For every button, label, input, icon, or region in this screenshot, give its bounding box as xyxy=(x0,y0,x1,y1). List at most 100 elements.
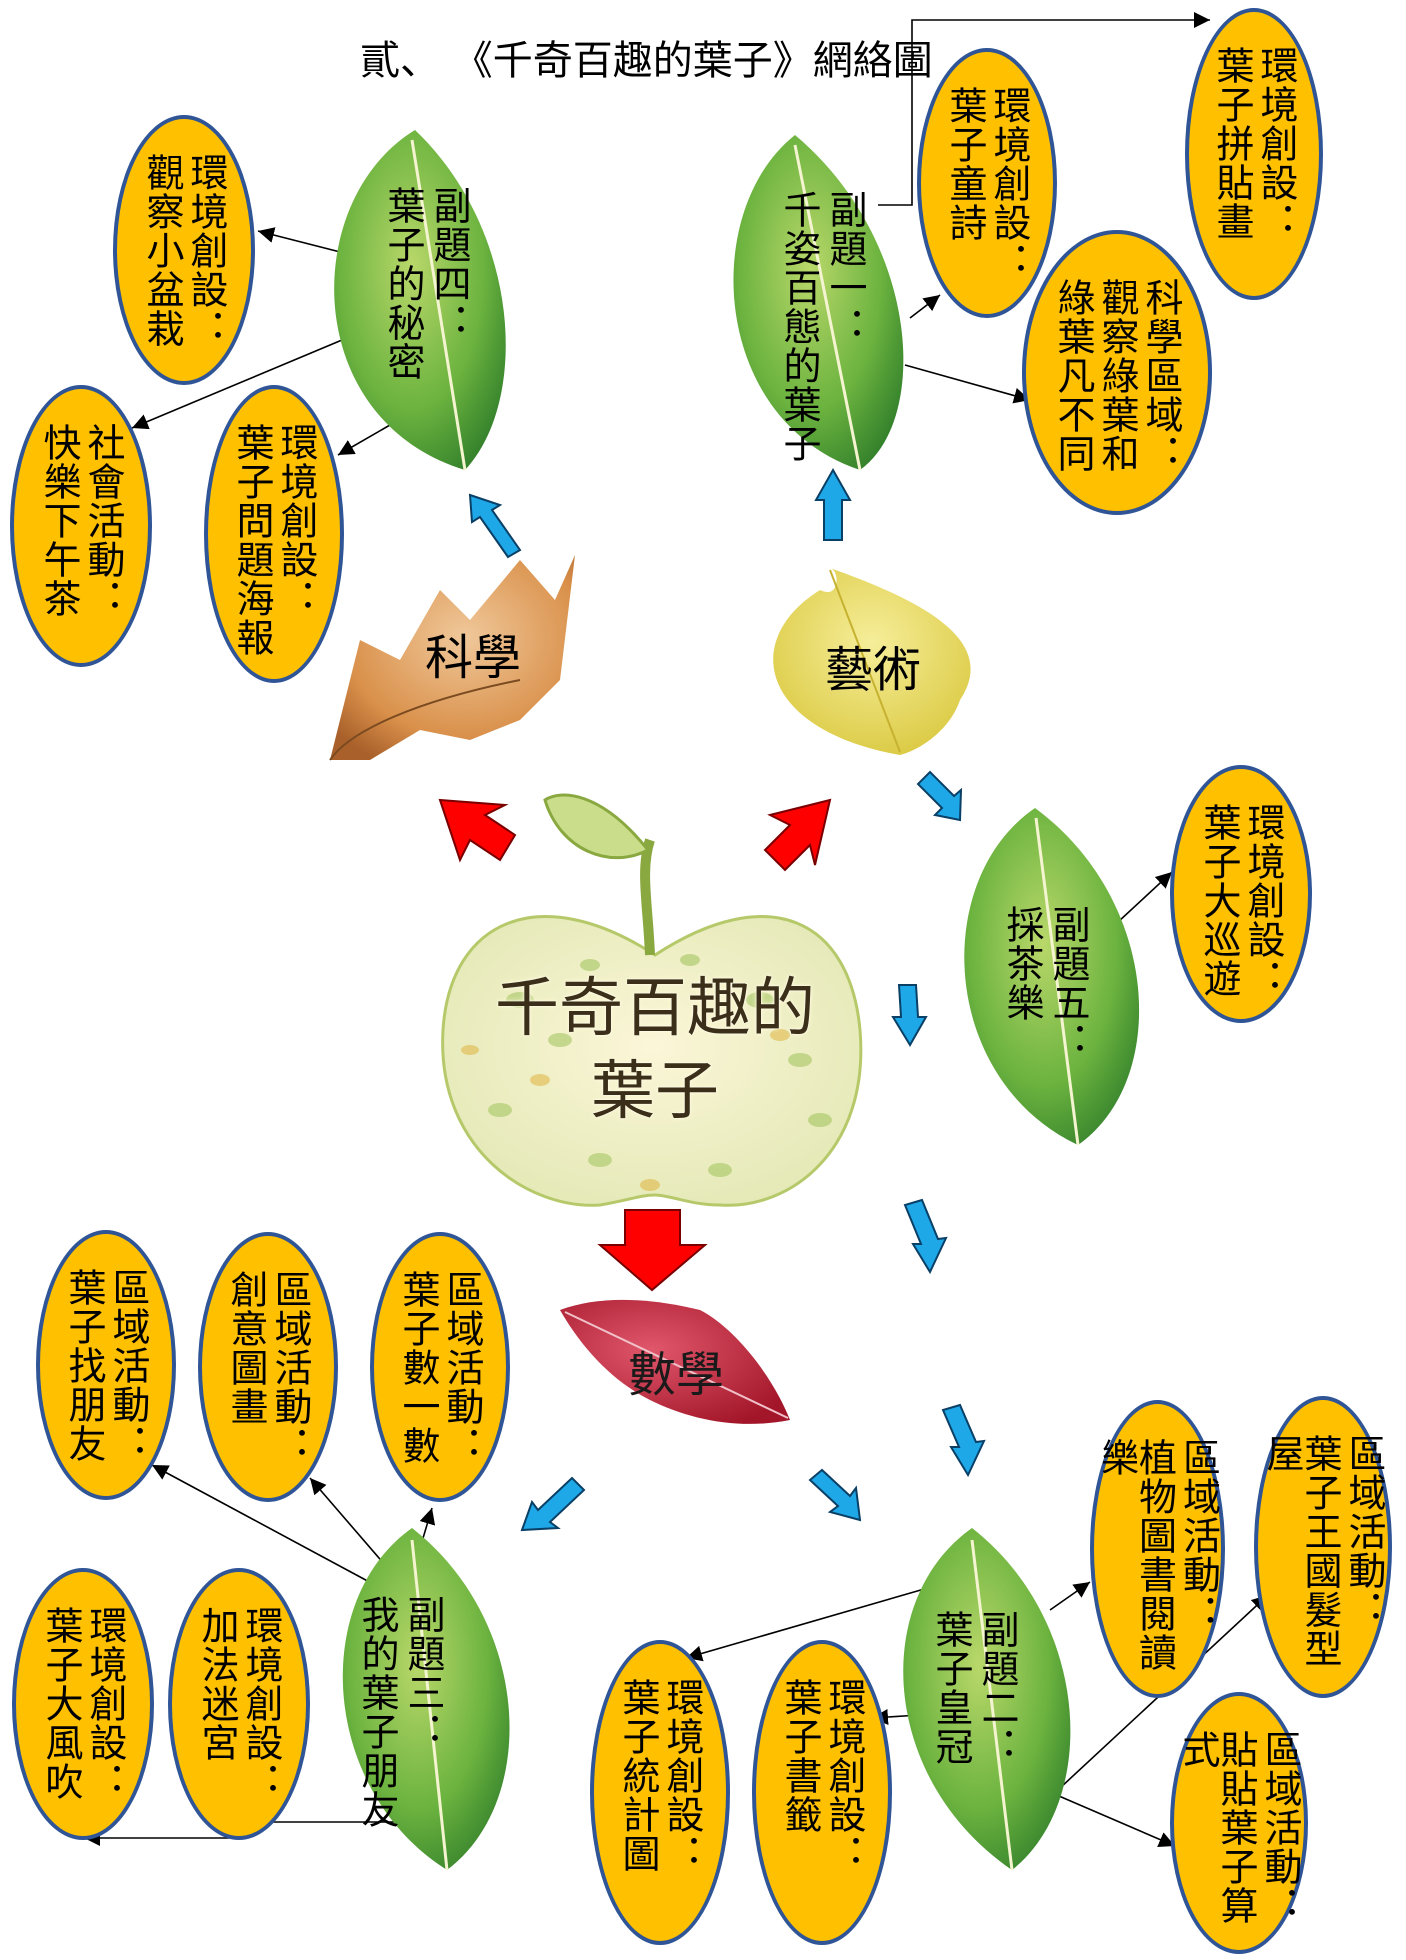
edge-four-xiawucha xyxy=(131,339,343,430)
activity-bubble-shuqian: 環境創設： 葉子書籤 xyxy=(752,1640,892,1945)
activity-science-line2: 觀察綠葉和 xyxy=(1095,278,1139,473)
subtopic-three: 副題三： 我的葉子朋友 xyxy=(355,1595,445,1829)
activity-suanshi-type: 區域活動： xyxy=(1258,1730,1302,1925)
activity-bubble-xiawucha: 社會活動： 快樂下午茶 xyxy=(10,385,152,667)
leaf-subtopic-two xyxy=(903,1528,1071,1871)
category-art-label: 藝術 xyxy=(825,642,922,698)
blue-arrow-to-three xyxy=(520,1476,586,1532)
activity-bubble-pintie: 環境創設： 葉子拼貼畫 xyxy=(1185,8,1323,300)
activity-shuqian-type: 環境創設： xyxy=(822,1678,866,1873)
edge-two-suanshi xyxy=(1044,1789,1176,1848)
blue-arrow-to-five-b xyxy=(891,984,928,1047)
activity-tongshi-name: 葉子童詩 xyxy=(943,86,987,242)
edge-four-wenti xyxy=(337,424,391,456)
subtopic-five-label: 副題五： xyxy=(1046,905,1090,1061)
center-topic-line2: 葉子 xyxy=(591,1055,719,1130)
blue-arrows xyxy=(468,467,986,1532)
activity-suanshi-name: 貼貼葉子算式 xyxy=(1176,1730,1258,1925)
activity-shuqian-name: 葉子書籤 xyxy=(778,1678,822,1834)
leaf-science xyxy=(329,555,575,761)
activity-xiawucha-name: 快樂下午茶 xyxy=(37,423,81,618)
activity-bubble-migong: 環境創設： 加法迷宮 xyxy=(168,1568,310,1840)
edge-one-science xyxy=(904,364,1031,404)
activity-bubble-wenti: 環境創設： 葉子問題海報 xyxy=(204,385,344,683)
activity-zhaopengyou-name: 葉子找朋友 xyxy=(62,1268,106,1463)
activity-daxunyou-type: 環境創設： xyxy=(1241,803,1285,998)
blue-arrow-to-four xyxy=(468,493,522,559)
page-title: 貳、 《千奇百趣的葉子》網絡圖 xyxy=(360,38,933,84)
activity-yuedu-name: 植物圖書閱讀樂 xyxy=(1094,1438,1177,1672)
activity-bubble-guancha: 環境創設： 觀察小盆栽 xyxy=(113,115,255,385)
leaf-math xyxy=(560,1299,790,1424)
red-arrow-science xyxy=(438,798,517,863)
activity-pintie-type: 環境創設： xyxy=(1254,46,1298,241)
center-topic: 千奇百趣的 葉子 xyxy=(445,968,865,1134)
subtopic-two-title: 葉子皇冠 xyxy=(929,1610,973,1766)
activity-wenti-type: 環境創設： xyxy=(274,423,318,618)
activity-bubble-yuedu: 區域活動： 植物圖書閱讀樂 xyxy=(1090,1400,1225,1698)
activity-tongshi-type: 環境創設： xyxy=(987,86,1031,281)
activity-shuyishu-name: 葉子數一數 xyxy=(396,1270,440,1465)
red-arrows xyxy=(438,798,832,1292)
leaf-art xyxy=(773,568,971,755)
leaf-subtopic-four xyxy=(334,130,506,471)
blue-arrow-to-two-a xyxy=(903,1198,948,1275)
activity-bubble-zhaopengyou: 區域活動： 葉子找朋友 xyxy=(36,1230,176,1500)
category-math-label: 數學 xyxy=(628,1347,725,1403)
activity-bubble-dafengchui: 環境創設： 葉子大風吹 xyxy=(12,1568,154,1840)
activity-migong-type: 環境創設： xyxy=(239,1606,283,1801)
leaf-subtopic-three xyxy=(342,1528,510,1871)
subtopic-one-title: 千姿百態的葉子 xyxy=(777,190,821,463)
edge-one-pintie xyxy=(878,12,1210,206)
edge-five-daxunyou xyxy=(1117,871,1173,923)
blue-arrow-to-two-b xyxy=(941,1403,986,1478)
activity-bubble-daxunyou: 環境創設： 葉子大巡遊 xyxy=(1170,765,1312,1023)
activity-tongji-type: 環境創設： xyxy=(660,1678,704,1873)
activity-bubble-tongshi: 環境創設： 葉子童詩 xyxy=(917,48,1057,318)
activity-daxunyou-name: 葉子大巡遊 xyxy=(1197,803,1241,998)
subtopic-one: 副題一： 千姿百態的葉子 xyxy=(777,190,867,463)
subtopic-one-label: 副題一： xyxy=(823,190,867,346)
activity-xiawucha-type: 社會活動： xyxy=(81,423,125,618)
activity-bubble-tongji: 環境創設： 葉子統計圖 xyxy=(590,1640,730,1945)
edge-three-tuhua xyxy=(309,1477,386,1566)
leaf-subtopic-one xyxy=(733,135,904,471)
activity-zhaopengyou-type: 區域活動： xyxy=(106,1268,150,1463)
activity-shuyishu-type: 區域活動： xyxy=(440,1270,484,1465)
edge-four-guancha xyxy=(257,227,353,256)
activity-tongji-name: 葉子統計圖 xyxy=(616,1678,660,1873)
subtopic-two: 副題二： 葉子皇冠 xyxy=(929,1610,1019,1766)
edge-two-yuedu xyxy=(1049,1581,1091,1611)
edge-one-tongshi xyxy=(909,294,941,319)
center-apple xyxy=(441,793,863,1207)
activity-guancha-name: 觀察小盆栽 xyxy=(140,153,184,348)
activity-migong-name: 加法迷宮 xyxy=(195,1606,239,1762)
activity-bubble-shuyishu: 區域活動： 葉子數一數 xyxy=(370,1232,510,1502)
activity-bubble-suanshi: 區域活動： 貼貼葉子算式 xyxy=(1170,1692,1308,1954)
subtopic-four-label: 副題四： xyxy=(427,186,471,342)
activity-bubble-tuhua: 區域活動： 創意圖畫 xyxy=(198,1232,338,1502)
category-science-label: 科學 xyxy=(425,630,522,686)
blue-arrow-to-two-c xyxy=(808,1468,862,1522)
subtopic-five: 副題五： 採茶樂 xyxy=(1000,905,1090,1061)
activity-dafengchui-type: 環境創設： xyxy=(83,1606,127,1801)
subtopic-two-label: 副題二： xyxy=(975,1610,1019,1766)
activity-wenti-name: 葉子問題海報 xyxy=(230,423,274,657)
blue-arrow-to-one xyxy=(814,467,852,541)
edge-three-zhaopengyou xyxy=(151,1464,376,1586)
activity-faxing-name: 葉子王國髮型屋 xyxy=(1260,1434,1342,1668)
activity-faxing-type: 區域活動： xyxy=(1342,1434,1386,1629)
activity-guancha-type: 環境創設： xyxy=(184,153,228,348)
subtopic-five-title: 採茶樂 xyxy=(1000,905,1044,1022)
red-arrow-math xyxy=(597,1209,708,1292)
center-topic-line1: 千奇百趣的 xyxy=(495,972,815,1046)
activity-bubble-faxing: 區域活動： 葉子王國髮型屋 xyxy=(1254,1396,1392,1698)
activity-bubble-science: 科學區域： 觀察綠葉和 綠葉凡不同 xyxy=(1022,230,1212,515)
activity-pintie-name: 葉子拼貼畫 xyxy=(1210,46,1254,241)
blue-arrow-to-five-a xyxy=(916,770,963,822)
subtopic-four: 副題四： 葉子的秘密 xyxy=(381,186,471,381)
edge-two-tongji xyxy=(685,1582,946,1662)
red-arrow-art xyxy=(763,798,832,872)
subtopic-three-label: 副題三： xyxy=(401,1595,445,1751)
